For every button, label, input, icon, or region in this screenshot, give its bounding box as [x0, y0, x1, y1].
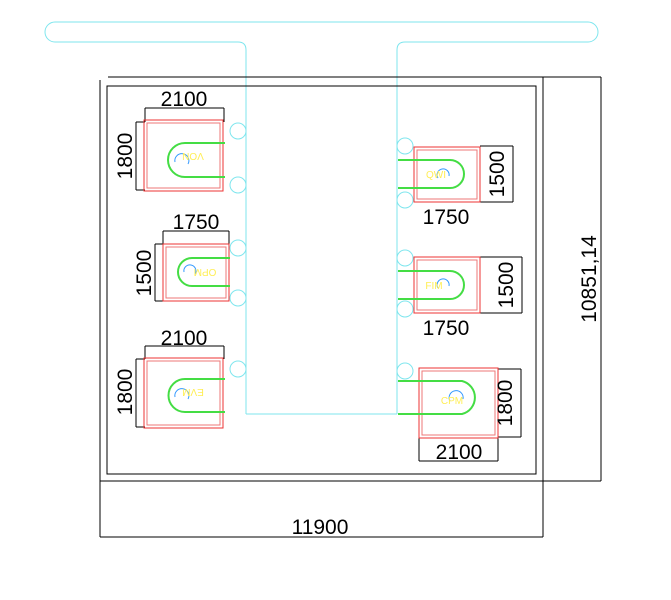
unit-height-dim: 1800 [494, 380, 517, 427]
unit-label: QWI [426, 170, 446, 181]
overall-width-dim: 11900 [292, 516, 349, 539]
unit-label: CPM [441, 396, 463, 407]
unit-fim: FIM 1750 1500 [398, 256, 523, 340]
unit-label: EVM [182, 386, 204, 397]
unit-height-dim: 1800 [114, 133, 137, 180]
unit-height-dim: 1500 [133, 250, 156, 297]
unit-label: OPM [194, 266, 217, 277]
unit-height-dim: 1500 [495, 262, 518, 309]
unit-label: FIM [425, 281, 442, 292]
unit-von: VON 2100 1800 [114, 88, 225, 192]
unit-width-dim: 2100 [161, 88, 208, 111]
unit-height-dim: 1500 [486, 151, 509, 198]
unit-evm: EVM 2100 1800 [114, 327, 225, 429]
unit-width-dim: 1750 [423, 317, 470, 340]
room-outline [99, 76, 602, 538]
unit-width-dim: 2100 [436, 441, 483, 464]
unit-width-dim: 1750 [173, 211, 220, 234]
valve-circles [229, 122, 414, 380]
unit-width-dim: 2100 [161, 327, 208, 350]
unit-qwi: QWI 1750 1500 [398, 145, 514, 229]
unit-cpm: CPM 2100 1800 [398, 367, 522, 464]
unit-label: VON [182, 150, 204, 161]
unit-opm: OPM 1750 1500 [133, 211, 230, 302]
header-pipe [44, 21, 599, 414]
overall-height-dim: 10851,14 [578, 235, 601, 323]
unit-height-dim: 1800 [114, 369, 137, 416]
unit-width-dim: 1750 [423, 206, 470, 229]
